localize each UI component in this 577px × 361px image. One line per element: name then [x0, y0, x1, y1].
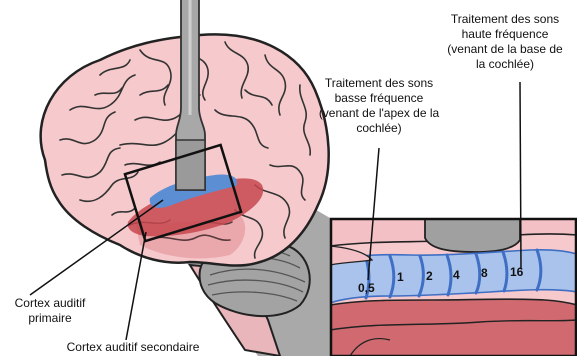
- freq-label: 0,5: [358, 281, 375, 295]
- secondary-cortex-zoom: [330, 299, 577, 356]
- freq-label: 8: [481, 266, 488, 280]
- zoom-panel: 0,5 1 2 4 8 16: [330, 218, 577, 356]
- freq-label: 1: [397, 270, 404, 284]
- low-frequency-label: Traitement des sons basse fréquence (ven…: [304, 76, 454, 136]
- freq-label: 4: [453, 268, 460, 282]
- freq-label: 2: [426, 269, 433, 283]
- primary-cortex-label: Cortex auditif primaire: [2, 296, 98, 326]
- high-frequency-label: Traitement des sons haute fréquence (ven…: [435, 12, 575, 72]
- secondary-cortex-label: Cortex auditif secondaire: [48, 340, 218, 355]
